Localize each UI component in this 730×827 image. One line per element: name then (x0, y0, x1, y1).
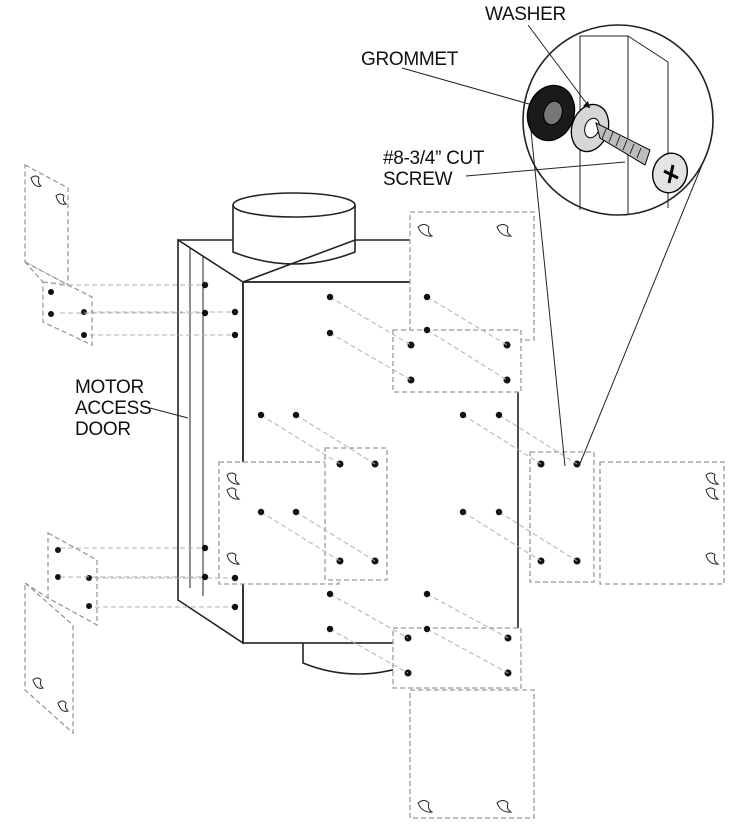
washer-label: WASHER (485, 4, 566, 25)
labels: WASHER GROMMET #8-3/4” CUT SCREW MOTOR A… (75, 4, 566, 440)
keyhole-slot-icon (30, 175, 43, 187)
keyhole-slot-icon (226, 552, 241, 565)
bracket-middle (218, 447, 388, 585)
grommet-label: GROMMET (361, 49, 459, 70)
washer-icon (570, 103, 610, 153)
keyhole-slot-icon (417, 224, 434, 237)
door-label-line2: ACCESS (75, 398, 151, 419)
leader-lines (149, 24, 626, 419)
screw-label-line2: SCREW (383, 169, 453, 190)
door-label-line1: MOTOR (75, 377, 144, 398)
keyhole-slot-icon (55, 193, 68, 205)
bracket-top-left (24, 163, 93, 347)
keyhole-slot-icon (226, 472, 241, 485)
keyhole-slot-icon (57, 700, 70, 712)
keyhole-slot-icon (417, 800, 434, 813)
keyhole-slot-icon (32, 677, 45, 689)
keyhole-slot-icon (496, 800, 513, 813)
screw-icon (595, 122, 689, 194)
keyhole-slot-icon (705, 472, 720, 485)
bracket-bottom (392, 627, 535, 819)
screw-label-line1: #8-3/4” CUT (383, 148, 485, 169)
keyhole-slot-icon (705, 487, 720, 500)
housing-holes (201, 281, 503, 633)
bracket-top-right (392, 211, 535, 393)
grommet-icon (526, 84, 576, 142)
door-label-line3: DOOR (75, 419, 131, 440)
bracket-bottom-left (24, 531, 98, 735)
detail-callout (522, 24, 714, 467)
keyhole-slot-icon (705, 552, 720, 565)
bracket-right (529, 451, 725, 585)
keyhole-slot-icon (496, 224, 513, 237)
keyhole-slot-icon (226, 487, 241, 500)
alignment-guides (60, 284, 578, 674)
